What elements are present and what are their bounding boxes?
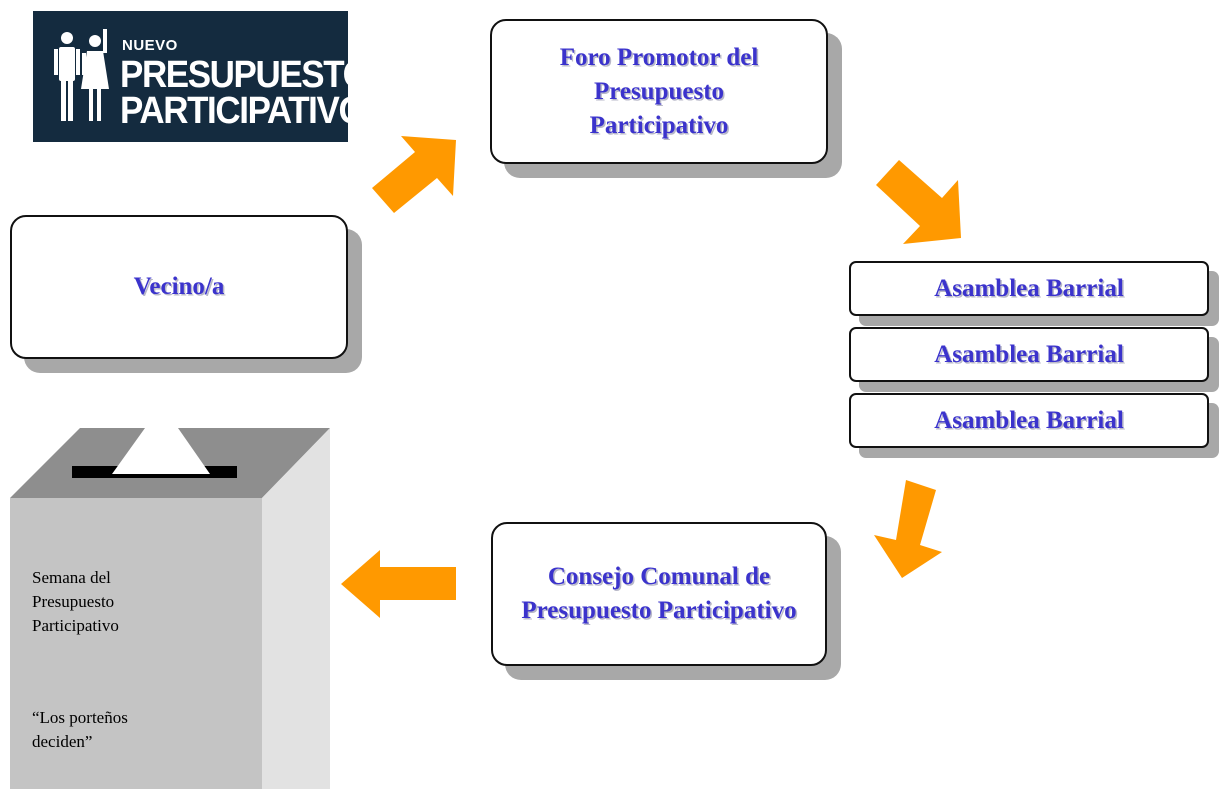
ballot-caption-slogan: “Los porteños deciden” xyxy=(32,708,128,751)
asamblea-barrial-label: Asamblea Barrial xyxy=(934,274,1124,302)
consejo-comunal-node: Consejo Comunal de Presupuesto Participa… xyxy=(491,522,827,666)
arrow-consejo-to-ballot xyxy=(341,550,456,618)
people-icon xyxy=(54,29,109,121)
consejo-comunal-label: Consejo Comunal de Presupuesto Participa… xyxy=(521,563,797,624)
asamblea-barrial-node-1: Asamblea Barrial xyxy=(849,261,1209,316)
foro-promotor-node: Foro Promotor del Presupuesto Participat… xyxy=(490,19,828,164)
ballot-caption-week: Semana del Presupuesto Participativo xyxy=(32,568,119,635)
asamblea-barrial-label: Asamblea Barrial xyxy=(934,406,1124,434)
asamblea-barrial-label: Asamblea Barrial xyxy=(934,340,1124,368)
logo-text-presupuesto: PRESUPUESTO xyxy=(120,54,370,96)
arrow-vecino-to-foro xyxy=(372,136,456,213)
logo: NUEVO PRESUPUESTO PARTICIPATIVO xyxy=(33,11,370,142)
foro-promotor-label: Foro Promotor del Presupuesto Participat… xyxy=(559,43,759,139)
vecino-label: Vecino/a xyxy=(133,273,225,300)
logo-text-nuevo: NUEVO xyxy=(122,37,178,54)
asamblea-barrial-node-3: Asamblea Barrial xyxy=(849,393,1209,448)
arrow-asamblea-to-consejo xyxy=(874,480,942,578)
asamblea-barrial-node-2: Asamblea Barrial xyxy=(849,327,1209,382)
ballot-box-icon xyxy=(10,428,330,789)
logo-text-participativo: PARTICIPATIVO xyxy=(120,90,366,132)
vecino-node: Vecino/a xyxy=(10,215,348,359)
arrow-foro-to-asamblea xyxy=(876,160,961,244)
